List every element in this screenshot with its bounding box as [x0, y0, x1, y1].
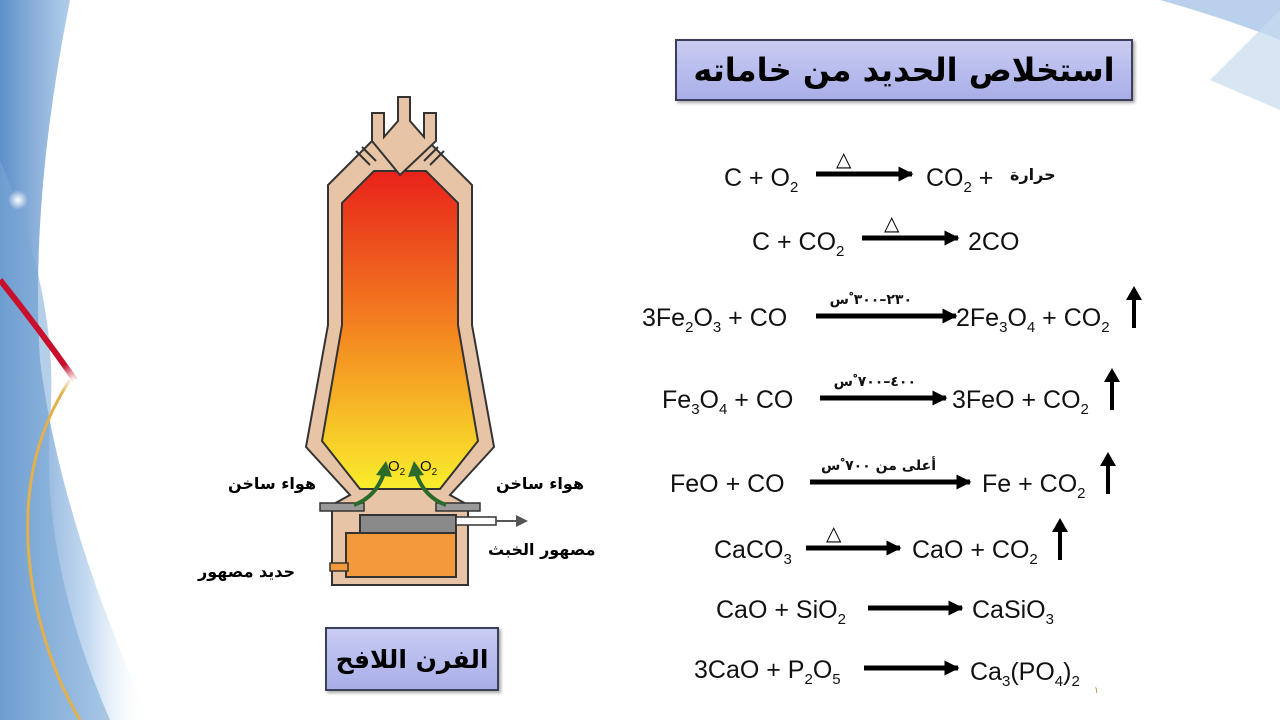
eq5-lhs: FeO + CO [670, 470, 785, 498]
slag-label: مصهور الخبث [488, 540, 596, 559]
eq2-rhs: 2CO [968, 228, 1019, 256]
eq3-lhs: 3Fe2O3 + CO [642, 304, 787, 336]
iron-tap [329, 562, 349, 572]
page-title: استخلاص الحديد من خاماته [693, 51, 1115, 89]
molten-iron-label: حديد مصهور [198, 562, 296, 581]
eq8-rhs: Ca3(PO4)2 [970, 658, 1080, 690]
eq6-lhs: CaCO3 [714, 536, 792, 568]
eq2-triangle: △ [884, 211, 900, 235]
hot-air-pipe-left [319, 502, 365, 512]
eq6-rhs: CaO + CO2 [912, 536, 1038, 568]
eq8-lhs: 3CaO + P2O5 [694, 656, 841, 688]
page-number: ١ [1094, 686, 1099, 696]
furnace-top [371, 96, 437, 177]
eq3-condition: ٢٣٠–٣٠٠ ْس [830, 291, 912, 308]
eq1-lhs: C + O2 [724, 164, 798, 196]
eq2-lhs: C + CO2 [752, 228, 844, 260]
eq1-triangle: △ [836, 147, 852, 171]
eq5-rhs: Fe + CO2 [982, 470, 1086, 502]
slag-tap [455, 516, 497, 526]
equation-1: C + O2 △ CO2 + حرارة [724, 147, 1056, 196]
equation-6: CaCO3 △ CaO + CO2 [714, 518, 1068, 568]
o2-label-right: O2 [420, 458, 438, 478]
eq3-rhs: 2Fe3O4 + CO2 [956, 304, 1110, 336]
equation-3: 3Fe2O3 + CO ٢٣٠–٣٠٠ ْس 2Fe3O4 + CO2 [642, 286, 1142, 336]
hot-air-label-left: هواء ساخن [228, 474, 317, 493]
o2-label-left: O2 [388, 458, 406, 478]
eq5-condition: أعلى من ٧٠٠ ْس [821, 456, 936, 474]
eq4-rhs: 3FeO + CO2 [952, 386, 1089, 418]
hot-air-label-right: هواء ساخن [496, 474, 585, 493]
equation-7: CaO + SiO2 CaSiO3 [716, 596, 1054, 628]
furnace-caption-box: الفرن اللافح [325, 627, 499, 691]
equation-2: C + CO2 △ 2CO [752, 211, 1019, 260]
eq7-rhs: CaSiO3 [972, 596, 1054, 628]
eq1-rhs: CO2 + [926, 164, 993, 196]
hot-air-pipe-right [435, 502, 481, 512]
eq4-lhs: Fe3O4 + CO [662, 386, 793, 418]
equation-5: FeO + CO أعلى من ٧٠٠ ْس Fe + CO2 [670, 452, 1116, 502]
furnace-caption: الفرن اللافح [335, 644, 489, 674]
title-box: استخلاص الحديد من خاماته [675, 39, 1133, 101]
slag-layer [359, 514, 457, 534]
eq1-heat: حرارة [1010, 165, 1056, 184]
equation-8: 3CaO + P2O5 Ca3(PO4)2 [694, 656, 1080, 690]
blast-furnace-diagram: O2 O2 [304, 96, 528, 586]
eq6-triangle: △ [826, 521, 842, 545]
molten-iron-layer [345, 532, 457, 578]
furnace-flame [320, 170, 480, 490]
eq4-condition: ٤٠٠–٧٠٠ ْس [834, 373, 916, 390]
equations-panel: C + O2 △ CO2 + حرارة C + CO2 △ 2CO 3Fe2O… [642, 147, 1142, 690]
eq7-lhs: CaO + SiO2 [716, 596, 846, 628]
equation-4: Fe3O4 + CO ٤٠٠–٧٠٠ ْس 3FeO + CO2 [662, 368, 1120, 418]
